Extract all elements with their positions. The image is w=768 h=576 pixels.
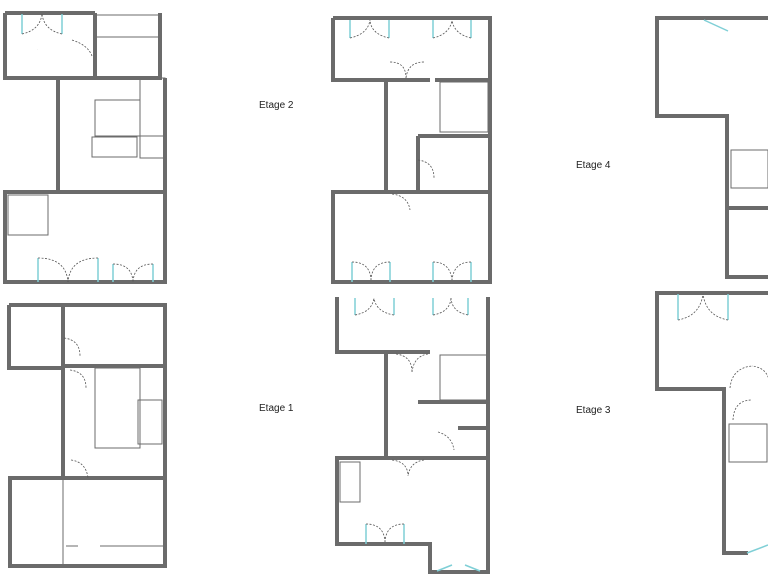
floor-label-etage2: Etage 2 (259, 100, 294, 111)
floor-label-etage3: Etage 3 (576, 405, 611, 416)
plan-mid-top (331, 16, 492, 284)
floor-label-etage4: Etage 4 (576, 160, 611, 171)
plan-right-bottom (655, 291, 768, 555)
plan-left-bottom (7, 303, 167, 568)
room-label: · (37, 47, 38, 51)
plan-left-top: · (3, 11, 167, 284)
plan-right-top (655, 16, 768, 279)
plan-mid-bottom (335, 297, 490, 574)
floor-label-etage1: Etage 1 (259, 403, 294, 414)
